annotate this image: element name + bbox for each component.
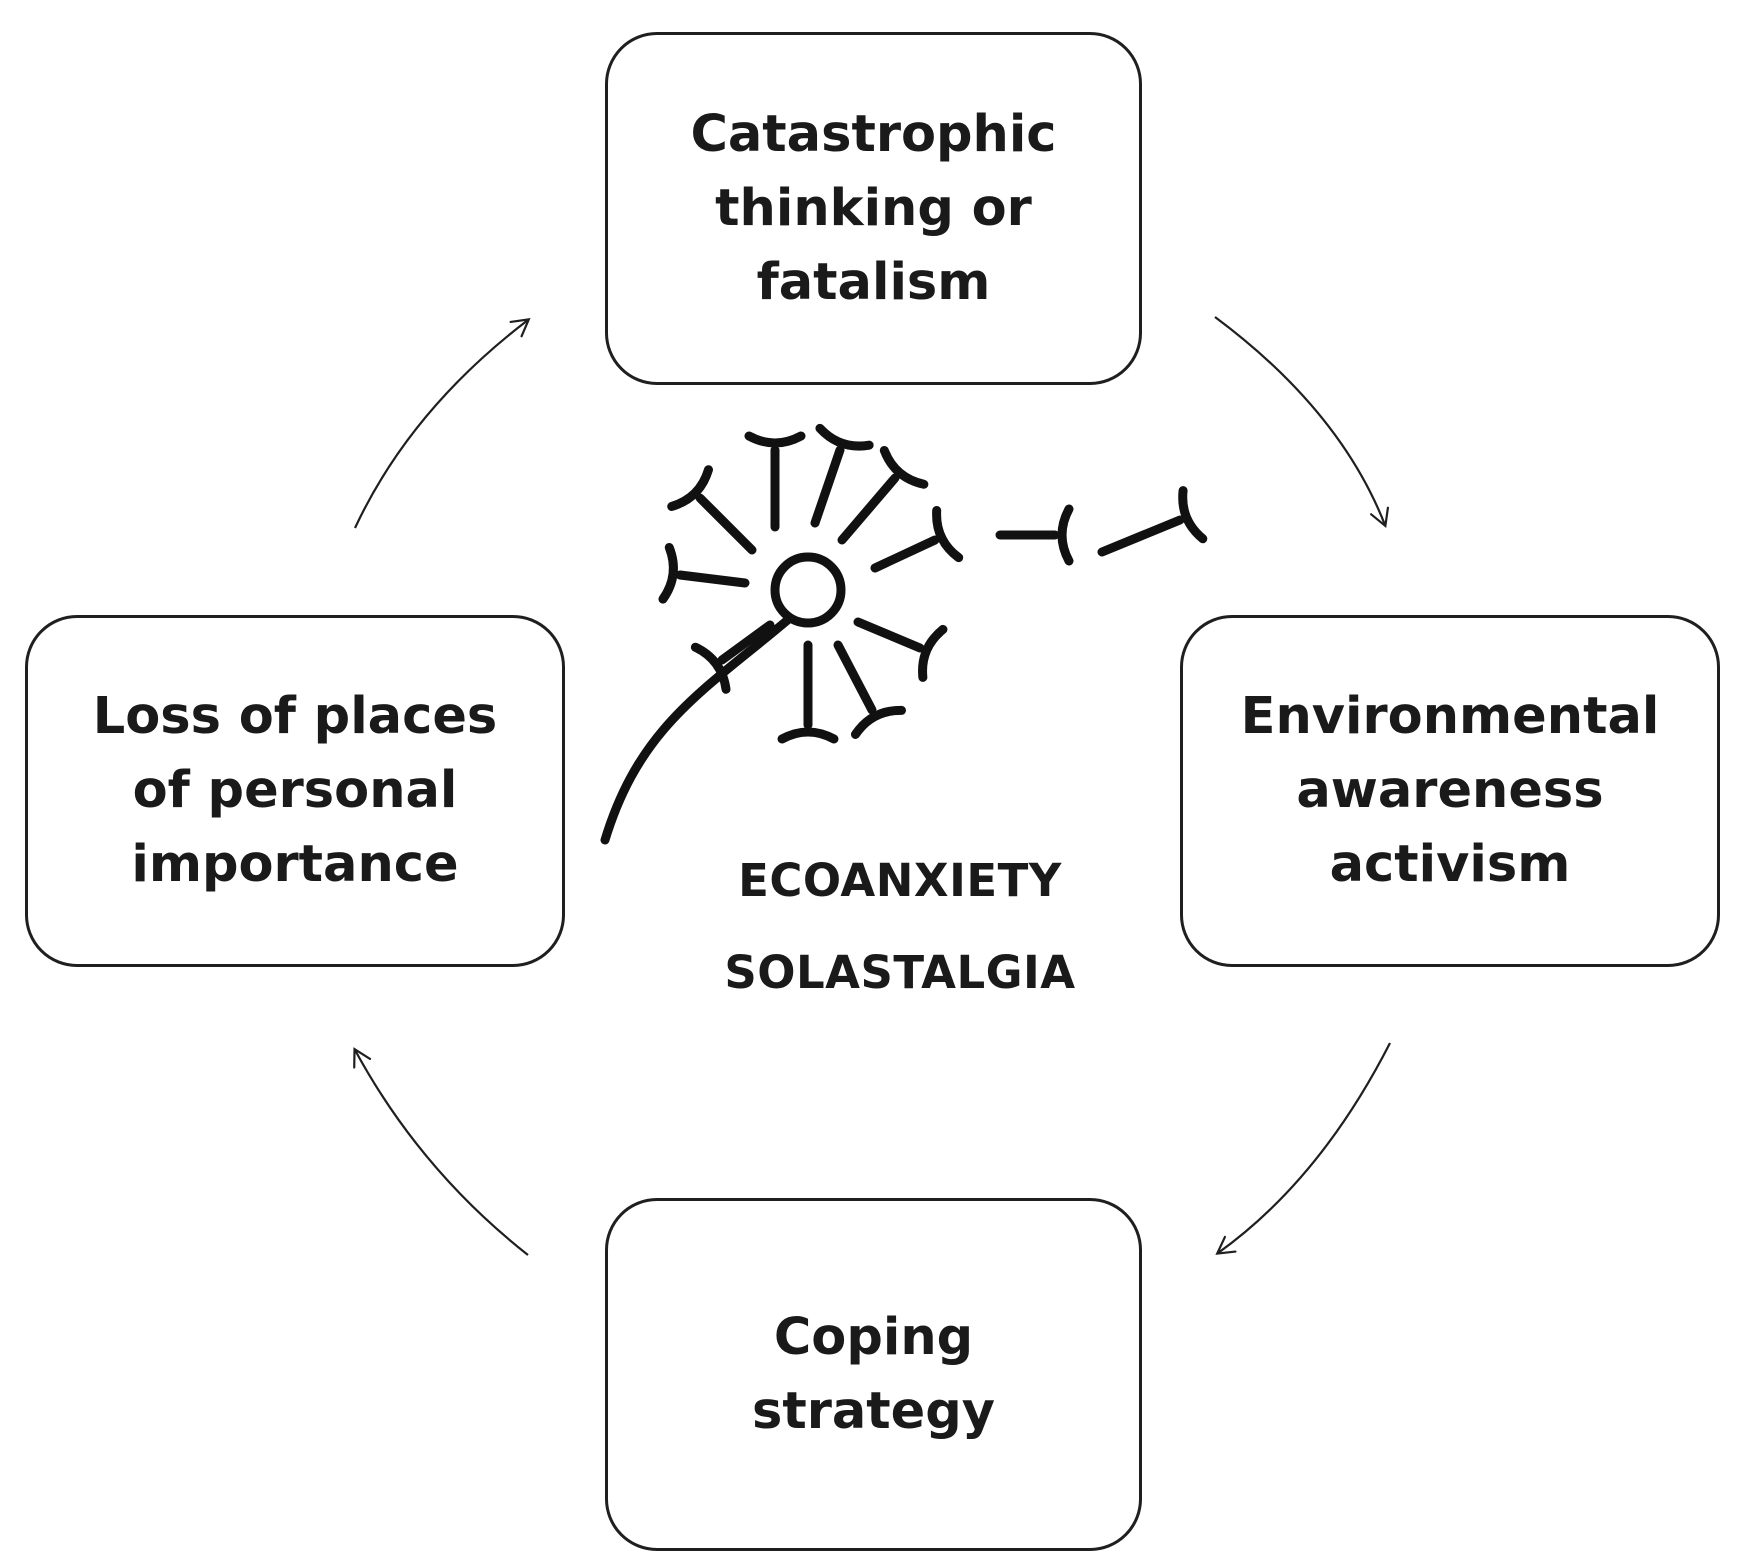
dandelion-seed-fork <box>690 642 731 694</box>
node-loss-of-places: Loss of places of personal importance <box>25 615 565 967</box>
arrow-left-to-top <box>354 318 531 529</box>
dandelion-seed-stalk <box>870 535 940 573</box>
dandelion-seed-stalk <box>837 473 900 545</box>
dandelion-seed-stalk <box>675 570 750 588</box>
node-line: thinking or <box>715 178 1032 238</box>
dandelion-seed-stalk <box>853 617 925 653</box>
node-line: activism <box>1329 835 1571 894</box>
dandelion-seed-stalk <box>810 445 845 528</box>
dandelion-seed-stalk <box>833 640 877 715</box>
center-label-line: SOLASTALGIA <box>724 946 1076 999</box>
dandelion-seed-fork <box>667 465 713 511</box>
arrow-right-to-bottom <box>1215 1042 1391 1255</box>
node-environmental-awareness-text: Environmental awareness activism <box>1241 680 1660 902</box>
node-coping-strategy: Coping strategy <box>605 1198 1142 1551</box>
node-catastrophic-thinking-text: Catastrophic thinking or fatalism <box>690 98 1056 320</box>
dandelion-seeds <box>658 423 1208 744</box>
arrow-bottom-to-left <box>353 1047 529 1256</box>
node-catastrophic-thinking: Catastrophic thinking or fatalism <box>605 32 1142 385</box>
dandelion-seed-fork <box>850 705 907 739</box>
arrow-top-to-right <box>1214 316 1390 529</box>
node-line: Coping <box>773 1307 974 1367</box>
node-line: Loss of places <box>92 687 498 746</box>
dandelion-icon <box>600 423 1208 845</box>
dandelion-seed-stalk <box>1097 515 1185 557</box>
node-line: fatalism <box>756 252 991 312</box>
node-line: Environmental <box>1240 687 1660 746</box>
dandelion-seed-fork <box>1057 504 1074 566</box>
dandelion-seed-fork <box>879 445 929 489</box>
center-label-line: ECOANXIETY <box>738 854 1062 907</box>
dandelion-seed-fork <box>815 423 874 451</box>
dandelion-seed-stalk <box>717 620 775 665</box>
dandelion-seed-stalk <box>695 493 757 555</box>
dandelion-head <box>770 552 846 628</box>
dandelion-seed-fork <box>777 727 839 744</box>
dandelion-seed-fork <box>918 624 948 682</box>
center-label: ECOANXIETY SOLASTALGIA <box>640 835 1160 1019</box>
node-line: strategy <box>751 1381 996 1441</box>
node-loss-of-places-text: Loss of places of personal importance <box>93 680 498 902</box>
dandelion-seed-fork <box>744 431 806 448</box>
dandelion-seed-fork <box>1178 486 1208 544</box>
node-coping-strategy-text: Coping strategy <box>752 1301 995 1449</box>
node-line: of personal <box>132 761 458 820</box>
node-line: Catastrophic <box>690 104 1057 164</box>
node-line: importance <box>131 835 459 894</box>
dandelion-seed-fork <box>658 542 678 604</box>
dandelion-seed-fork <box>932 506 964 563</box>
node-environmental-awareness: Environmental awareness activism <box>1180 615 1720 967</box>
dandelion-stem <box>600 613 795 845</box>
node-line: awareness <box>1296 761 1604 820</box>
